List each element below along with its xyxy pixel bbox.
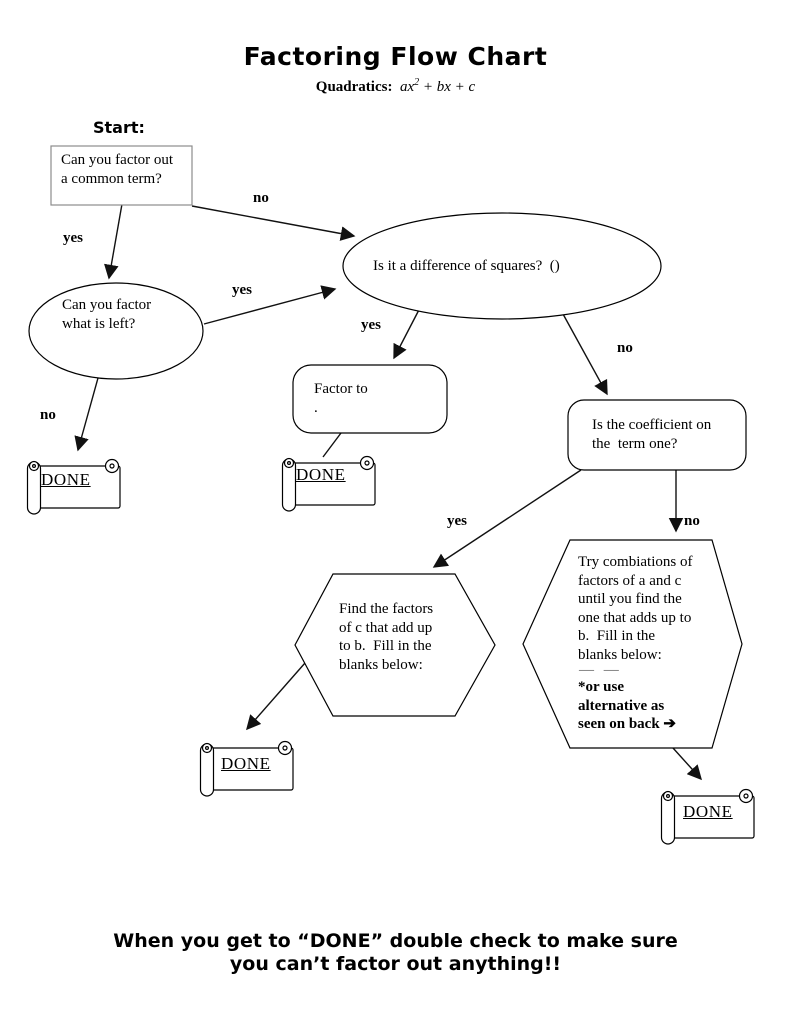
formula: ax2 + bx + c xyxy=(392,77,476,95)
edge-common-to-left-ellipse xyxy=(104,203,123,280)
label-no-common-to-diff: no xyxy=(253,190,269,206)
page-title: Factoring Flow Chart xyxy=(243,42,548,71)
coefficient-box xyxy=(567,399,747,471)
diff-squares-ellipse xyxy=(342,212,662,320)
edge-common-to-diff-squares xyxy=(191,205,356,241)
coefficient-text: Is the coefficient on the term one? xyxy=(592,417,712,452)
edge-left-ellipse-to-done-1 xyxy=(74,377,99,452)
edge-factor-to-done-2 xyxy=(322,432,342,458)
label-yes-diff-to-factor: yes xyxy=(361,317,381,333)
try-combinations-text: Try combiations of factors of a and c un… xyxy=(578,554,693,663)
find-factors-hexagon xyxy=(294,573,496,717)
done-label-2: DONE xyxy=(296,465,346,484)
common-term-text: Can you factor out a common term? xyxy=(61,152,174,187)
diff-squares-text: Is it a difference of squares? () xyxy=(373,258,560,274)
edge-diff-squares-to-factor-to xyxy=(393,303,423,360)
start-label: Start: xyxy=(93,118,145,137)
label-no-coeff-to-try: no xyxy=(684,513,700,529)
label-no-left-to-done: no xyxy=(40,407,56,423)
footer-warning: When you get to “DONE” double check to m… xyxy=(113,930,678,975)
label-no-diff-to-coeff: no xyxy=(617,340,633,356)
find-factors-text: Find the factors of c that add up to b. … xyxy=(339,601,434,673)
factor-to-box xyxy=(292,364,448,434)
edge-find-factors-to-done-3 xyxy=(246,662,306,731)
try-combinations-blanks: — — xyxy=(579,662,622,678)
label-yes-coeff-to-find: yes xyxy=(447,513,467,529)
done-label-3: DONE xyxy=(221,754,271,773)
done-label-1: DONE xyxy=(41,470,91,489)
factor-to-text: Factor to . xyxy=(314,381,368,416)
common-term-box xyxy=(50,145,193,206)
factor-left-text: Can you factor what is left? xyxy=(62,297,152,332)
subtitle: Quadratics: ax2 + bx + c xyxy=(0,77,791,96)
formula-exponent: 2 xyxy=(414,77,420,88)
label-yes-left-to-diff: yes xyxy=(232,282,252,298)
try-combinations-hexagon xyxy=(522,539,743,749)
edge-coefficient-to-find-factors xyxy=(432,469,582,568)
try-combinations-note: *or use alternative as seen on back ➔ xyxy=(578,679,676,733)
done-label-4: DONE xyxy=(683,802,733,821)
edge-try-combinations-to-done-4 xyxy=(672,747,702,781)
factor-left-ellipse xyxy=(28,282,204,380)
edge-left-ellipse-to-diff-squares xyxy=(203,285,337,325)
label-yes-common-to-left: yes xyxy=(63,230,83,246)
edge-diff-squares-to-coefficient xyxy=(562,313,608,396)
subtitle-label: Quadratics: xyxy=(315,79,393,95)
formula-base: ax xyxy=(399,79,415,95)
formula-rest: + bx + c xyxy=(419,79,476,95)
